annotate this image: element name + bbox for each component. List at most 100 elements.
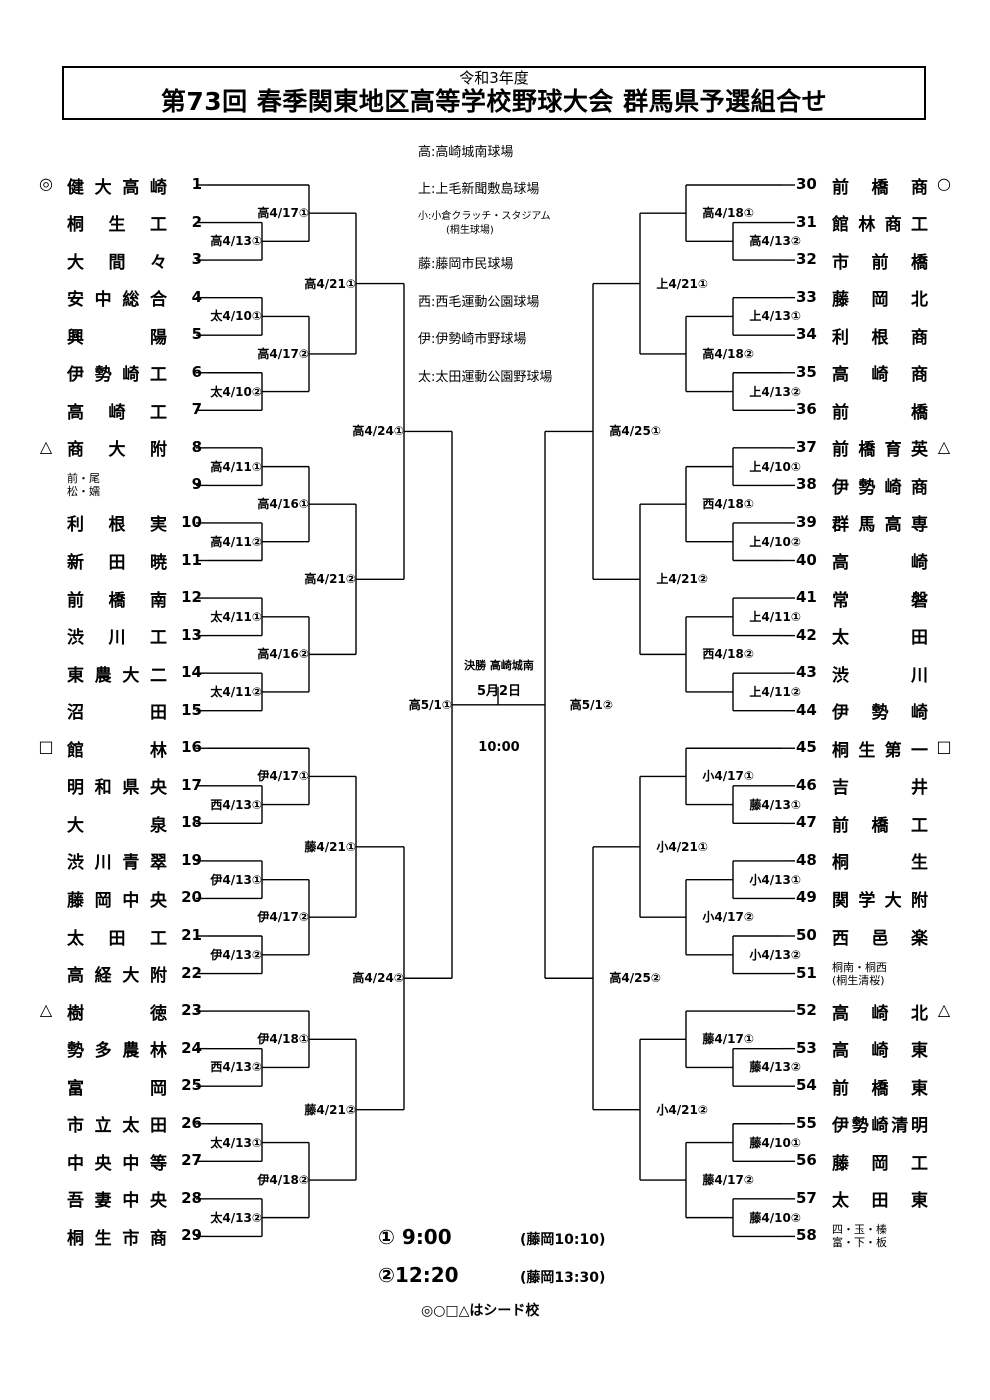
team-name: 太田 (832, 628, 928, 649)
team-name: 桐生市商 (67, 1228, 167, 1249)
team-entry: 館林商工 (832, 210, 928, 236)
time-slot-2-note: (藤岡13:30) (520, 1270, 606, 1286)
match-label: 上4/11① (749, 609, 801, 624)
team-number: 25 (181, 1076, 202, 1095)
team-name: 利根実 (67, 515, 167, 536)
team-number: 45 (796, 738, 817, 757)
team-entry: 勢多農林 (67, 1036, 167, 1062)
team-name: 前橋工 (832, 815, 928, 836)
team-name: 藤岡中央 (67, 890, 167, 911)
time-slot-1: ① 9:00 (378, 1225, 452, 1249)
team-number: 40 (796, 550, 817, 569)
venue-item: 高:高崎城南球場 (418, 145, 514, 160)
team-entry: 伊勢崎清明 (832, 1111, 928, 1137)
team-entry: 藤岡北 (832, 285, 928, 311)
team-name: 高崎 (832, 553, 928, 573)
team-number: 32 (796, 250, 817, 269)
match-label: 高4/16② (257, 647, 309, 662)
match-label: 西4/13① (210, 797, 262, 812)
team-entry: 高崎 (832, 548, 928, 574)
team-entry: 前・尾松・嬬 (67, 472, 167, 498)
seed-mark: △ (937, 1000, 951, 1020)
team-name: 藤岡北 (832, 290, 928, 311)
team-name: 興陽 (67, 327, 167, 348)
match-label: 西4/13② (210, 1060, 262, 1075)
time-slot-2: ②12:20 (378, 1263, 459, 1287)
team-entry: 前橋育英 (832, 435, 928, 461)
team-name: 安中総合 (67, 290, 167, 311)
team-number: 50 (796, 926, 817, 944)
team-number: 3 (191, 250, 202, 269)
match-label: 太4/10② (210, 384, 262, 399)
venue-item: 上:上毛新聞敷島球場 (418, 182, 540, 197)
team-name: 前橋南 (67, 590, 167, 611)
team-name: 大間々 (67, 252, 167, 273)
match-label: 高4/24① (352, 424, 404, 439)
match-label: 藤4/10① (749, 1135, 801, 1150)
team-number: 21 (181, 926, 202, 944)
team-entry: 大泉 (67, 810, 167, 836)
match-label: 上4/10① (749, 459, 801, 474)
team-name-line: 前・尾 (67, 472, 100, 486)
team-name: 桐生工 (67, 215, 167, 236)
team-entry: 桐生工 (67, 210, 167, 236)
match-label: 藤4/17① (702, 1032, 754, 1047)
team-name: 健大高崎 (67, 177, 167, 198)
team-number: 58 (796, 1226, 817, 1245)
title-box: 令和3年度 第73回 春季関東地区高等学校野球大会 群馬県予選組合せ (62, 66, 926, 120)
team-name: 東農大二 (67, 665, 167, 686)
match-label: 上4/11② (749, 684, 801, 699)
seed-mark: ◎ (39, 174, 53, 193)
team-name: 高経大附 (67, 966, 167, 987)
team-entry: 桐南・桐西(桐生清桜) (832, 961, 928, 987)
team-number: 23 (181, 1001, 202, 1020)
team-number: 29 (181, 1226, 202, 1245)
team-name: 前橋育英 (832, 440, 928, 461)
team-number: 8 (191, 437, 202, 456)
team-name: 伊勢崎 (832, 703, 928, 724)
team-entry: 伊勢崎工 (67, 360, 167, 386)
team-name: 市前橋 (832, 252, 928, 273)
team-entry: 太田工 (67, 923, 167, 949)
team-entry: 吾妻中央 (67, 1186, 167, 1212)
team-entry: 太田 (832, 623, 928, 649)
team-name: 渋川青翠 (67, 853, 167, 874)
team-name: 高崎東 (832, 1041, 928, 1062)
team-entry: 太田東 (832, 1186, 928, 1212)
match-label: 高4/17② (257, 346, 309, 361)
venue-item: 伊:伊勢崎市野球場 (418, 332, 527, 347)
venue-item: 西:西毛運動公園球場 (418, 295, 540, 310)
team-name-combined: 四・玉・榛富・下・板 (832, 1223, 928, 1249)
team-name: 利根商 (832, 327, 928, 348)
team-entry: 利根商 (832, 322, 928, 348)
match-label: 高4/17① (257, 206, 309, 221)
team-name: 高崎北 (832, 1003, 928, 1024)
match-label: 藤4/21② (304, 1102, 356, 1117)
team-name: 藤岡工 (832, 1153, 928, 1174)
time-slot-1-note: (藤岡10:10) (520, 1232, 606, 1248)
team-name: 群馬高専 (832, 515, 928, 536)
team-number: 20 (181, 888, 202, 907)
team-name: 渋川 (832, 665, 928, 686)
team-name-line: 四・玉・榛 (832, 1223, 887, 1237)
team-name: 明和県央 (67, 778, 167, 799)
team-number: 27 (181, 1151, 202, 1170)
team-number: 42 (796, 625, 817, 644)
team-number: 17 (181, 775, 202, 794)
team-name: 市立太田 (67, 1116, 167, 1137)
team-number: 53 (796, 1038, 817, 1057)
match-label: 藤4/17② (702, 1173, 754, 1188)
team-entry: 高崎商 (832, 360, 928, 386)
match-label: 高4/16① (257, 497, 309, 512)
match-label: 高4/21① (304, 276, 356, 291)
venue-item: 小:小倉クラッチ・スタジアム (418, 211, 551, 222)
team-number: 48 (796, 850, 817, 869)
team-number: 4 (191, 287, 202, 306)
team-number: 55 (796, 1113, 817, 1132)
seed-mark: △ (937, 436, 951, 456)
match-label: 西4/18② (702, 647, 754, 662)
team-name: 関学大附 (832, 890, 928, 911)
team-number: 18 (181, 813, 202, 832)
team-name: 館林商工 (832, 215, 928, 236)
team-number: 16 (181, 738, 202, 757)
